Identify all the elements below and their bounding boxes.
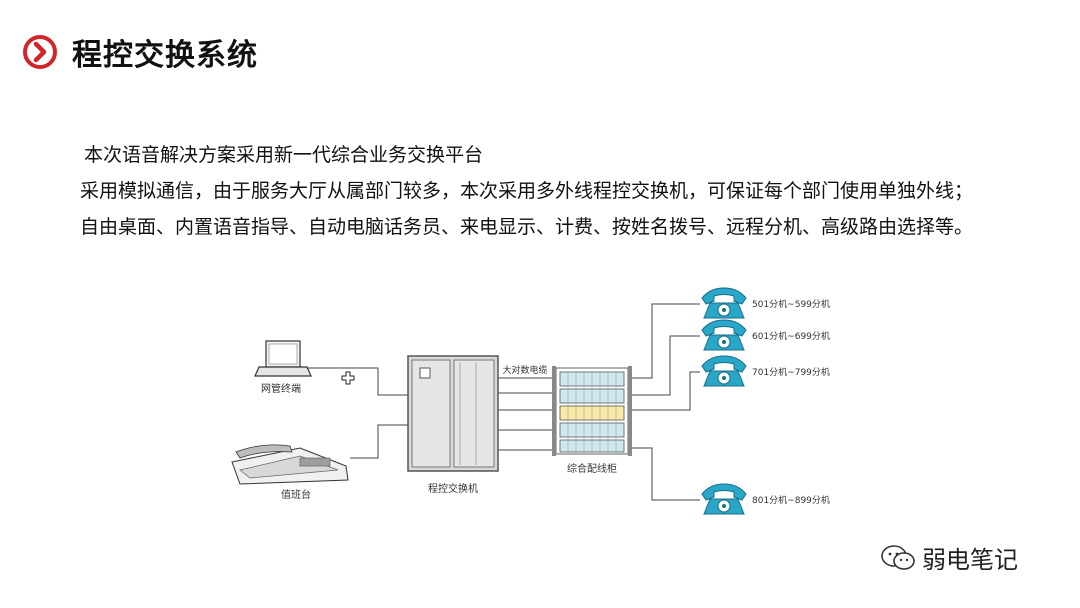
description-line-2: 采用模拟通信，由于服务大厅从属部门较多，本次采用多外线程控交换机，可保证每个部门… (80, 180, 974, 202)
pbx-cabinet-icon (407, 355, 499, 472)
cursor-icon (341, 371, 355, 385)
phone-icon (701, 287, 747, 319)
extension-label: 801分机~899分机 (752, 494, 830, 506)
cable-label: 大对数电缆 (502, 364, 547, 376)
laptop-icon (254, 340, 312, 377)
page-header: 程控交换系统 (22, 30, 258, 74)
terminal-label: 网管终端 (261, 382, 301, 395)
description-line-1: 本次语音解决方案采用新一代综合业务交换平台 (84, 144, 484, 166)
extension-label: 701分机~799分机 (752, 366, 830, 378)
phone-icon (701, 355, 747, 387)
extension-label: 501分机~599分机 (752, 298, 830, 310)
wechat-icon (881, 544, 915, 570)
pbx-label: 程控交换机 (428, 482, 478, 495)
console-label: 值班台 (281, 488, 311, 501)
description: 本次语音解决方案采用新一代综合业务交换平台 采用模拟通信，由于服务大厅从属部门较… (80, 137, 973, 245)
watermark-text: 弱电笔记 (922, 546, 1018, 574)
cabinet-label: 综合配线柜 (567, 462, 617, 475)
description-line-3: 自由桌面、内置语音指导、自动电脑话务员、来电显示、计费、按姓名拨号、远程分机、高… (80, 216, 974, 238)
attendant-console-icon (231, 444, 349, 485)
phone-icon (701, 483, 747, 515)
page-title: 程控交换系统 (72, 38, 258, 73)
connection-lines (302, 303, 700, 501)
chevron-right-circle-icon (23, 35, 57, 69)
phone-icon (701, 319, 747, 351)
distribution-cabinet-icon (552, 366, 632, 456)
watermark: 弱电笔记 (880, 540, 1018, 575)
extension-label: 601分机~699分机 (752, 330, 830, 342)
